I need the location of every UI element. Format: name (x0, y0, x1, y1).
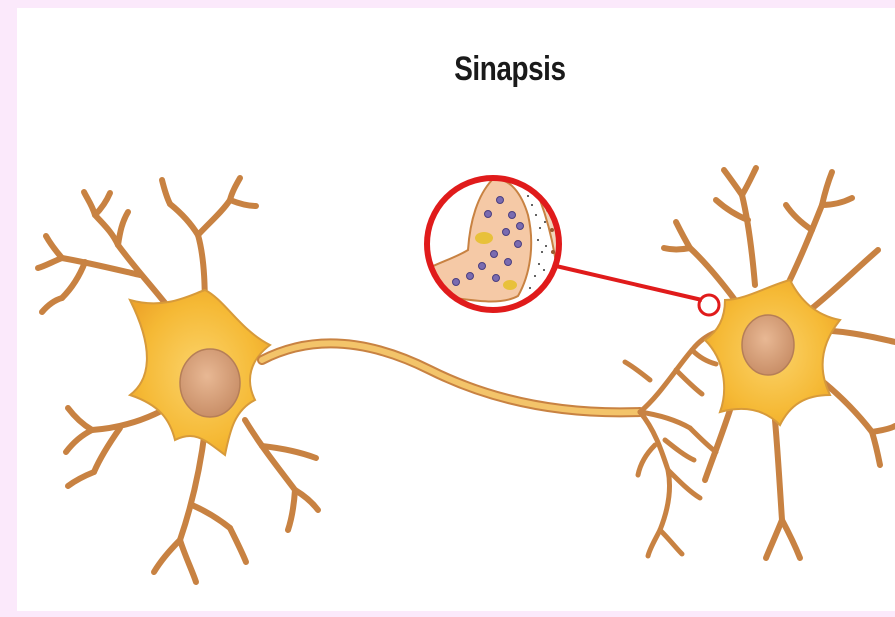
axon-terminals (625, 332, 716, 556)
presynaptic-nucleus (180, 349, 240, 417)
postsynaptic-nucleus (742, 315, 794, 375)
zoom-connector-line (556, 266, 702, 300)
synapse-marker (699, 295, 719, 315)
diagram-title: Sinapsis (454, 50, 565, 89)
synapse-zoom-circle (420, 140, 600, 320)
diagram-title-wrapper: Sinapsis (0, 50, 895, 89)
